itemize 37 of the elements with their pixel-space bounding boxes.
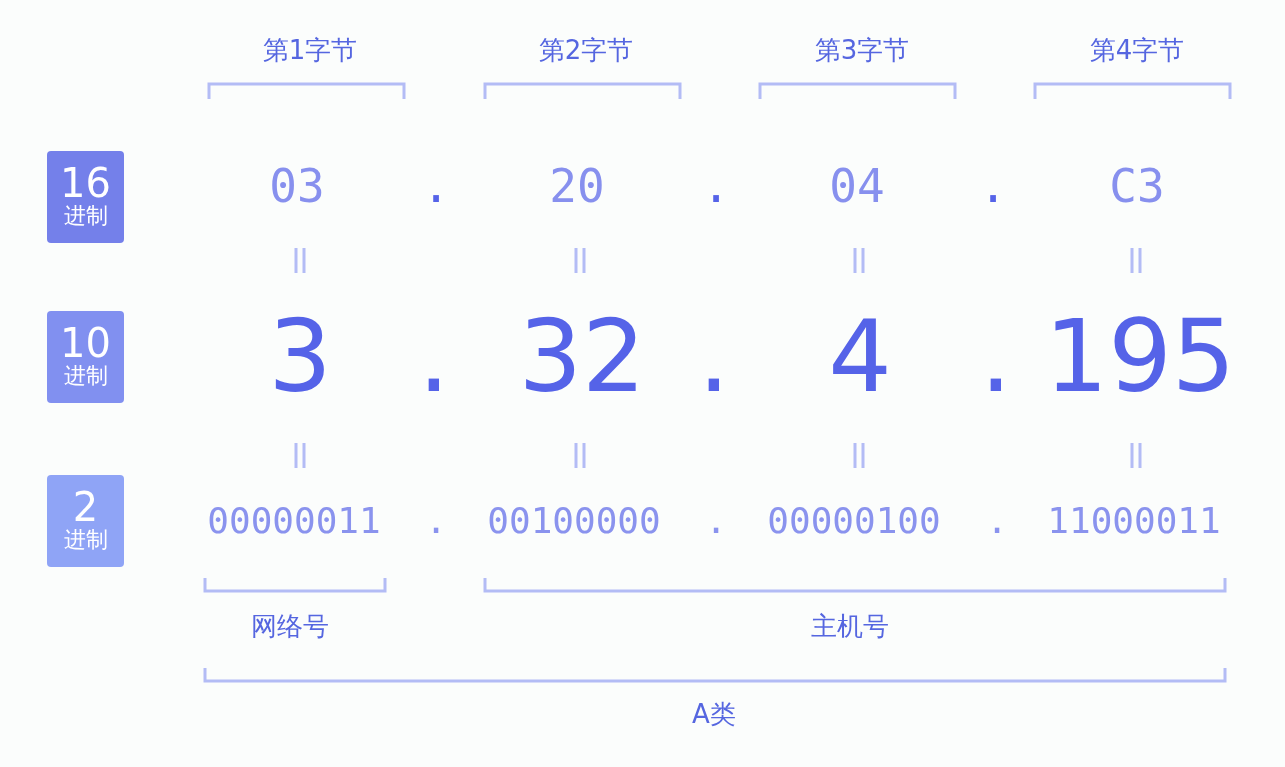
column-heading: 第1字节 <box>262 37 358 63</box>
separator-dot: . <box>418 307 450 407</box>
separator-dot: . <box>986 503 1008 539</box>
bracket-label: A类 <box>692 701 736 727</box>
binary-value: 11000011 <box>1047 503 1221 539</box>
column-heading: 第4字节 <box>1089 37 1185 63</box>
binary-value: 00000011 <box>207 503 381 539</box>
separator-dot: . <box>705 503 727 539</box>
separator-dot: . <box>698 307 730 407</box>
decimal-value: 32 <box>518 307 646 407</box>
separator-dot: . <box>980 307 1012 407</box>
radix-caption: 进制 <box>62 363 109 389</box>
hex-value: 20 <box>549 163 605 209</box>
radix-number: 10 <box>59 321 112 365</box>
radix-caption: 进制 <box>62 203 109 229</box>
radix-caption: 进制 <box>62 527 109 553</box>
bracket-label: 网络号 <box>251 613 329 639</box>
decimal-value: 195 <box>1044 307 1236 407</box>
separator-dot: . <box>979 163 1007 209</box>
hex-value: 03 <box>269 163 325 209</box>
binary-value: 00000100 <box>767 503 941 539</box>
decimal-value: 4 <box>828 307 892 407</box>
decimal-value: 3 <box>268 307 332 407</box>
hex-value: 04 <box>829 163 885 209</box>
radix-badge <box>47 311 124 403</box>
radix-number: 16 <box>59 161 112 205</box>
radix-badge <box>47 475 124 567</box>
column-heading: 第2字节 <box>538 37 634 63</box>
radix-badge <box>47 151 124 243</box>
hex-value: C3 <box>1109 163 1165 209</box>
separator-dot: . <box>702 163 730 209</box>
radix-number: 2 <box>72 485 99 529</box>
binary-value: 00100000 <box>487 503 661 539</box>
column-heading: 第3字节 <box>814 37 910 63</box>
separator-dot: . <box>422 163 450 209</box>
separator-dot: . <box>425 503 447 539</box>
bracket-label: 主机号 <box>811 613 889 639</box>
